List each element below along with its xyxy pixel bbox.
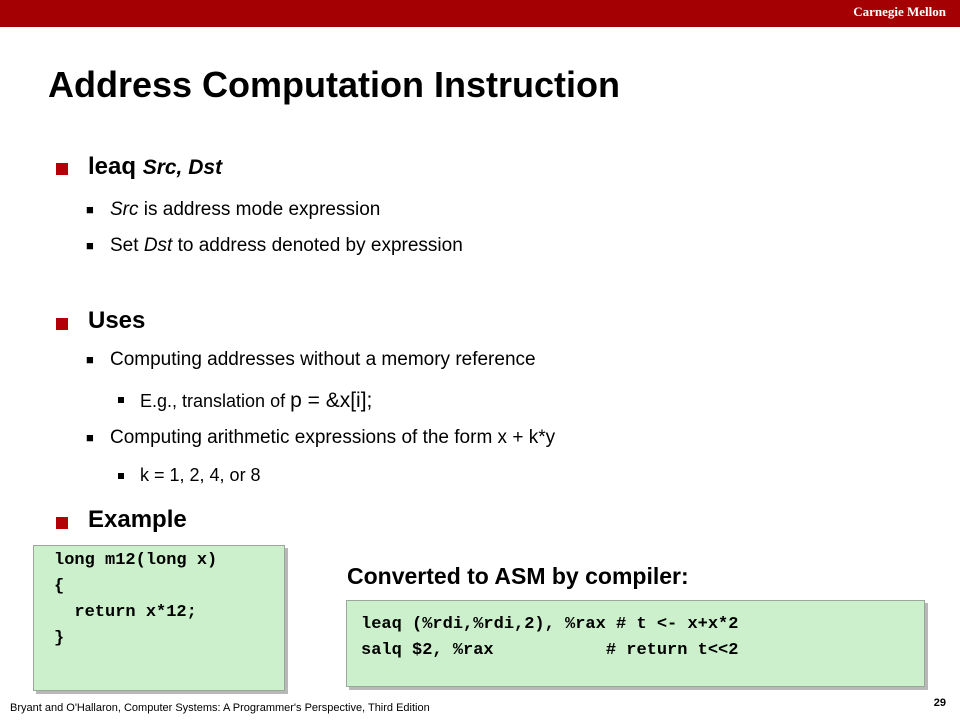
sub-bullet-icon: ■ [86, 352, 94, 367]
page-number: 29 [933, 697, 946, 709]
sub-bullet-icon: ■ [86, 238, 94, 253]
bullet-uses: Uses [88, 307, 146, 334]
header-bar: Carnegie Mellon [0, 0, 960, 27]
sub-bullet-dst: Set Dst to address denoted by expression [110, 235, 463, 256]
bullet-square-icon [56, 163, 68, 175]
leaq-operands: Src, Dst [142, 156, 223, 179]
sub-bullet-icon: ■ [86, 202, 94, 217]
asm-label: Converted to ASM by compiler: [347, 563, 689, 589]
sub-bullet-arith: Computing arithmetic expressions of the … [110, 427, 556, 448]
sub-sub-bullet-translation: E.g., translation of p = &x[i]; [140, 389, 373, 412]
bullet-square-icon [56, 318, 68, 330]
sub-sub-bullet-icon [118, 397, 124, 403]
leaq-keyword: leaq [88, 153, 143, 180]
c-code-box: long m12(long x) { return x*12; } [33, 545, 285, 691]
footer-citation: Bryant and O'Hallaron, Computer Systems:… [10, 702, 430, 714]
asm-code-box: leaq (%rdi,%rdi,2), %rax # t <- x+x*2 sa… [346, 600, 925, 687]
sub-sub-bullet-k-values: k = 1, 2, 4, or 8 [140, 465, 261, 485]
brand-logo: Carnegie Mellon [853, 4, 946, 19]
bullet-leaq: leaq Src, Dst [88, 153, 222, 181]
bullet-square-icon [56, 517, 68, 529]
slide-title: Address Computation Instruction [48, 64, 621, 105]
sub-bullet-icon: ■ [86, 430, 94, 445]
bullet-example: Example [88, 506, 187, 533]
sub-bullet-src: Src is address mode expression [110, 199, 381, 220]
sub-sub-bullet-icon [118, 473, 124, 479]
sub-bullet-addresses: Computing addresses without a memory ref… [110, 349, 536, 370]
